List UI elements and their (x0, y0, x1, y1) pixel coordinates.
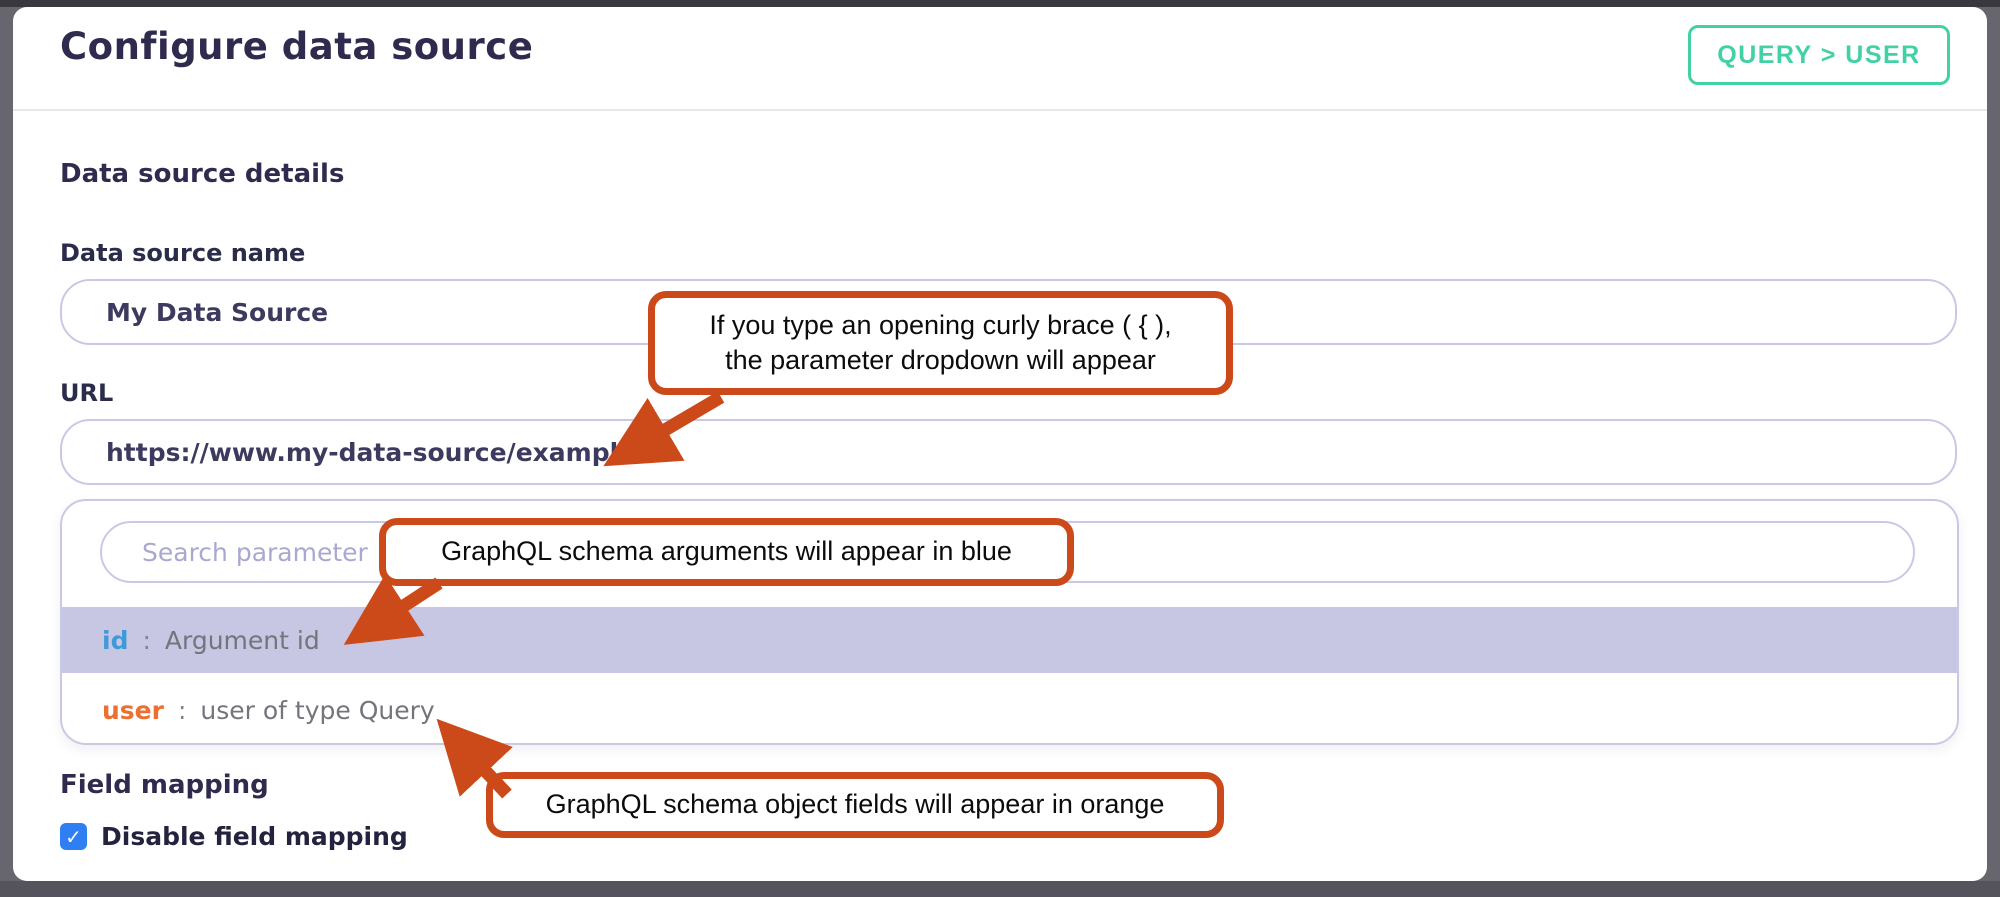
configure-data-source-panel: Configure data source QUERY > USER Data … (13, 7, 1987, 881)
disable-field-mapping-row: ✓ Disable field mapping (60, 822, 408, 851)
annotation-curly-brace-line2: the parameter dropdown will appear (725, 345, 1156, 375)
page-title: Configure data source (60, 25, 534, 68)
check-icon: ✓ (65, 824, 82, 849)
disable-field-mapping-label: Disable field mapping (101, 822, 408, 851)
field-mapping-section-heading: Field mapping (60, 770, 269, 800)
details-section-heading: Data source details (60, 159, 345, 189)
query-user-badge[interactable]: QUERY > USER (1688, 25, 1950, 85)
dropdown-item-id-description: Argument id (164, 625, 320, 655)
dropdown-item-user-name: user (102, 695, 164, 725)
dropdown-item-id[interactable]: id : Argument id (62, 607, 1957, 673)
frame-bottom-bar (0, 881, 2000, 897)
disable-field-mapping-checkbox[interactable]: ✓ (60, 823, 87, 850)
frame-top-bar (0, 0, 2000, 7)
annotation-curly-brace-line1: If you type an opening curly brace ( { )… (709, 309, 1172, 340)
dropdown-item-user-description: user of type Query (200, 695, 435, 725)
dropdown-item-id-separator: : (142, 625, 151, 655)
annotation-orange-fields: GraphQL schema object fields will appear… (486, 772, 1224, 838)
annotation-curly-brace: If you type an opening curly brace ( { )… (648, 291, 1233, 395)
annotation-blue-arguments: GraphQL schema arguments will appear in … (379, 518, 1074, 586)
dropdown-item-user-separator: : (177, 695, 187, 725)
annotation-blue-arguments-text: GraphQL schema arguments will appear in … (441, 536, 1012, 567)
annotation-orange-fields-text: GraphQL schema object fields will appear… (545, 789, 1165, 820)
dropdown-item-id-name: id (102, 625, 129, 655)
data-source-name-label: Data source name (60, 239, 306, 267)
dropdown-item-user[interactable]: user : user of type Query (62, 677, 1957, 743)
header-divider (13, 109, 1987, 111)
url-input[interactable] (60, 419, 1957, 485)
url-label: URL (60, 379, 114, 407)
